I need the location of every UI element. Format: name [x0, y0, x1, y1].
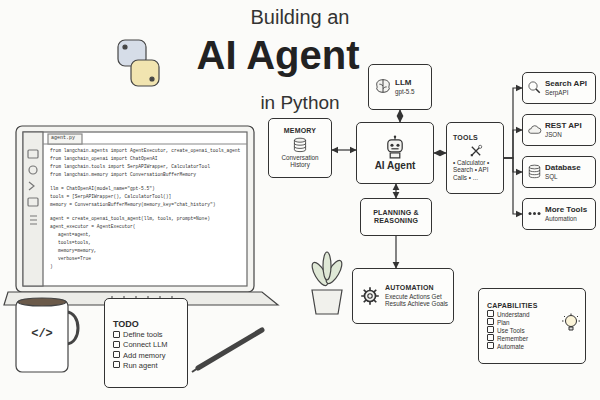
- connector-arrow: [504, 158, 522, 214]
- code-line: llm = ChatOpenAI(model_name="gpt-5.5"): [50, 186, 155, 191]
- diagram-box: DatabaseSQL: [522, 156, 596, 188]
- code-line: agent=agent,: [58, 232, 91, 237]
- connector-arrow: [399, 110, 400, 122]
- connector-arrow: [395, 184, 396, 198]
- box-icon: [527, 122, 542, 137]
- code-line: ): [50, 264, 53, 269]
- code-line: from langchain.memory import Conversatio…: [50, 172, 196, 177]
- code-line: from langchain_openai import ChatOpenAI: [50, 156, 158, 161]
- box-icon: [359, 285, 381, 307]
- box-text: Connect LLM: [113, 340, 182, 350]
- diagram-box: Search APISerpAPI: [522, 72, 596, 104]
- diagram-box: More ToolsAutomation: [522, 198, 596, 230]
- box-heading: PLANNING & REASONING: [365, 209, 427, 226]
- subtitle: in Python: [260, 92, 339, 114]
- box-text: Automation: [545, 215, 592, 223]
- box-text: Execute Actions Get Results Achieve Goal…: [385, 293, 449, 308]
- box-text: Add memory: [113, 351, 182, 361]
- main-title: AI Agent: [197, 32, 360, 78]
- box-icon: [561, 313, 581, 333]
- code-line: agent_executor = AgentExecutor(: [50, 224, 135, 229]
- box-icon: [527, 206, 542, 221]
- box-heading: More Tools: [545, 205, 592, 215]
- box-text: Use Tools: [487, 326, 557, 334]
- box-icon: [383, 135, 407, 159]
- potted-plant: [309, 252, 345, 314]
- connector-arrow: [504, 88, 522, 158]
- box-text: SQL: [545, 173, 592, 181]
- code-line: tools = [SerpAPIWrapper(), CalculatorToo…: [50, 194, 171, 199]
- box-icon: [469, 144, 483, 158]
- code-line: memory=memory,: [58, 248, 97, 253]
- box-heading: AUTOMATION: [385, 284, 449, 292]
- box-heading: AI Agent: [361, 160, 429, 172]
- diagram-box: AI Agent: [356, 122, 434, 184]
- box-text: • Calculator • Search • API Calls • ...: [453, 159, 499, 182]
- connector-arrow: [504, 130, 522, 158]
- pen: [198, 330, 262, 368]
- code-line: verbose=True: [58, 256, 91, 261]
- connector-arrow: [434, 152, 446, 153]
- box-heading: LLM: [395, 78, 427, 88]
- box-heading: TODO: [113, 318, 182, 330]
- diagram-box: TOOLS • Calculator • Search • API Calls •…: [446, 122, 504, 194]
- box-heading: MEMORY: [273, 127, 327, 135]
- box-text: Define tools: [113, 330, 182, 340]
- box-text: Automate: [487, 342, 557, 350]
- code-line: memory = ConversationBufferMemory(memory…: [50, 202, 215, 207]
- diagram-box: REST APIJSON: [522, 114, 596, 146]
- box-icon: [527, 80, 542, 95]
- diagram-box: LLMgpt-5.5: [368, 64, 432, 110]
- box-heading: Database: [545, 163, 592, 173]
- code-line: agent = create_openai_tools_agent(llm, t…: [50, 216, 210, 221]
- box-heading: CAPABILITIES: [487, 302, 557, 310]
- code-line: tools=tools,: [58, 240, 91, 245]
- mug-logo: </>: [31, 328, 53, 342]
- box-heading: Search API: [545, 79, 592, 89]
- box-text: SerpAPI: [545, 89, 592, 97]
- code-line: from langchain.tools import SerpAPIWrapp…: [50, 164, 210, 169]
- box-text: Understand: [487, 310, 557, 318]
- box-text: JSON: [545, 131, 592, 139]
- subtitle: Building an: [251, 6, 350, 29]
- box-heading: REST API: [545, 121, 592, 131]
- box-heading: TOOLS: [453, 134, 499, 142]
- connector-arrow: [395, 236, 396, 268]
- box-text: Remember: [487, 334, 557, 342]
- box-text: Run agent: [113, 361, 182, 371]
- diagram-box: PLANNING & REASONING: [360, 198, 432, 236]
- diagram-box: AUTOMATIONExecute Actions Get Results Ac…: [352, 268, 454, 324]
- file-tab: agent.py: [51, 136, 75, 142]
- diagram-box: CAPABILITIESUnderstandPlanUse ToolsRemem…: [478, 288, 586, 364]
- box-text: Conversation History: [273, 154, 327, 169]
- box-icon: [292, 137, 308, 153]
- connector-arrow: [332, 149, 356, 150]
- box-icon: [527, 164, 542, 179]
- box-text: Plan: [487, 318, 557, 326]
- code-line: from langchain.agents import AgentExecut…: [50, 148, 240, 153]
- box-icon: [374, 77, 392, 95]
- diagram-box: TODODefine toolsConnect LLMAdd memoryRun…: [104, 298, 188, 388]
- diagram-box: MEMORY Conversation History: [268, 118, 332, 178]
- coffee-mug: [16, 300, 68, 372]
- laptop-screen: [16, 126, 254, 292]
- box-text: gpt-5.5: [395, 88, 427, 96]
- python-logo: [131, 60, 159, 86]
